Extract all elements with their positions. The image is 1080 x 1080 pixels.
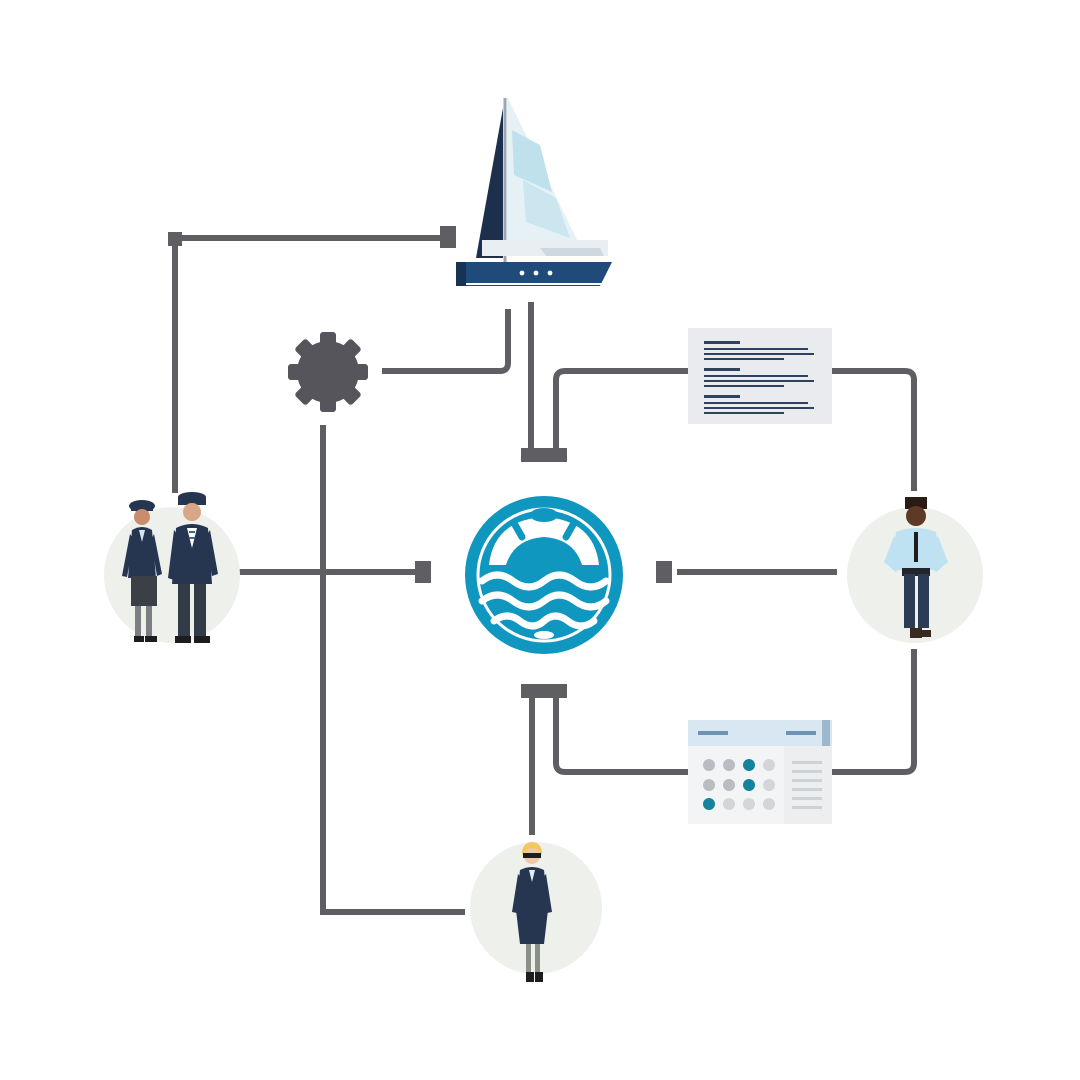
connector-endpoint [168, 232, 182, 246]
connectors [168, 226, 917, 915]
businessman-avatar [847, 497, 983, 643]
document-icon [688, 328, 832, 424]
gear-icon [288, 332, 368, 412]
connector-endpoint [440, 226, 456, 248]
connector-endpoint [656, 561, 672, 583]
sailing-yacht-icon [456, 96, 612, 286]
connector-endpoint [415, 561, 431, 583]
connector-gear-to-captain [320, 425, 465, 915]
connector-calendar-to-client [829, 649, 917, 775]
crew-woman-figure [122, 500, 162, 642]
crew-man-figure [168, 492, 218, 643]
calendar-icon [688, 720, 832, 824]
connector-calendar-to-hub [553, 695, 693, 775]
lifebuoy-waves-icon [465, 496, 623, 654]
connector-gear-to-yacht [382, 309, 511, 374]
connector-document-to-hub [553, 368, 693, 451]
connector-endpoint [521, 684, 567, 698]
captain-avatar [470, 842, 602, 982]
connector-endpoint [521, 448, 567, 462]
crew-couple-avatar [104, 492, 240, 643]
connector-document-to-client [829, 368, 917, 491]
